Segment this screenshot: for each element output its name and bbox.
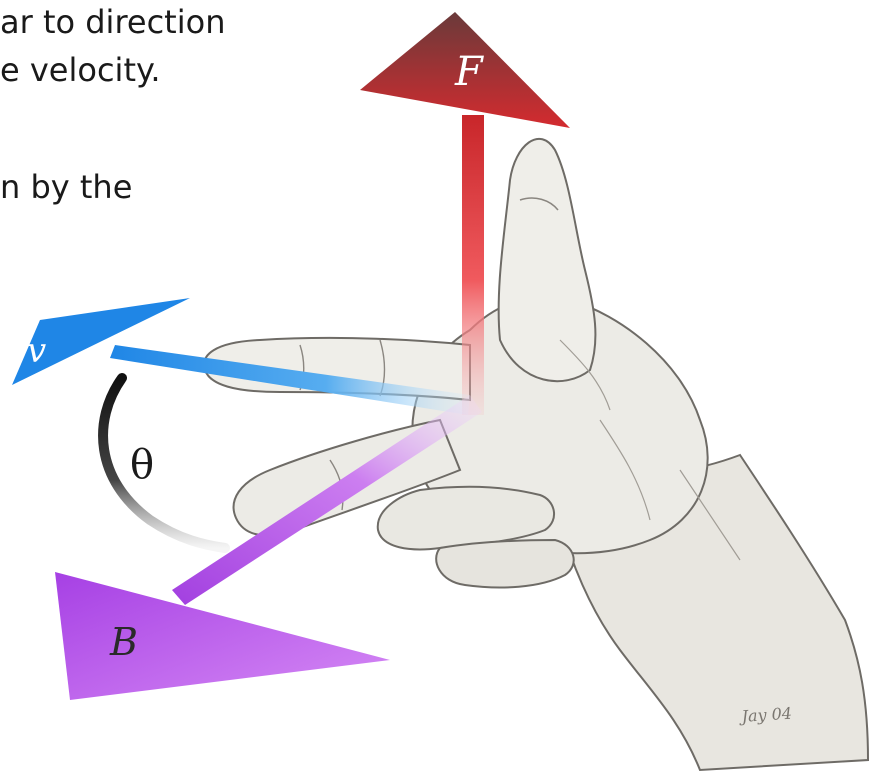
- hand-illustration: [204, 139, 868, 770]
- velocity-label: v: [27, 331, 46, 371]
- force-label: F: [454, 49, 484, 95]
- artist-signature: Jay 04: [738, 704, 793, 727]
- thumb-shape: [499, 139, 596, 381]
- force-arrow-shaft: [462, 115, 484, 415]
- angle-label: θ: [130, 442, 154, 488]
- field-arrowhead-icon: [55, 572, 390, 700]
- angle-arc-icon: [103, 378, 225, 548]
- field-label: B: [109, 620, 138, 664]
- little-finger-shape: [436, 540, 574, 588]
